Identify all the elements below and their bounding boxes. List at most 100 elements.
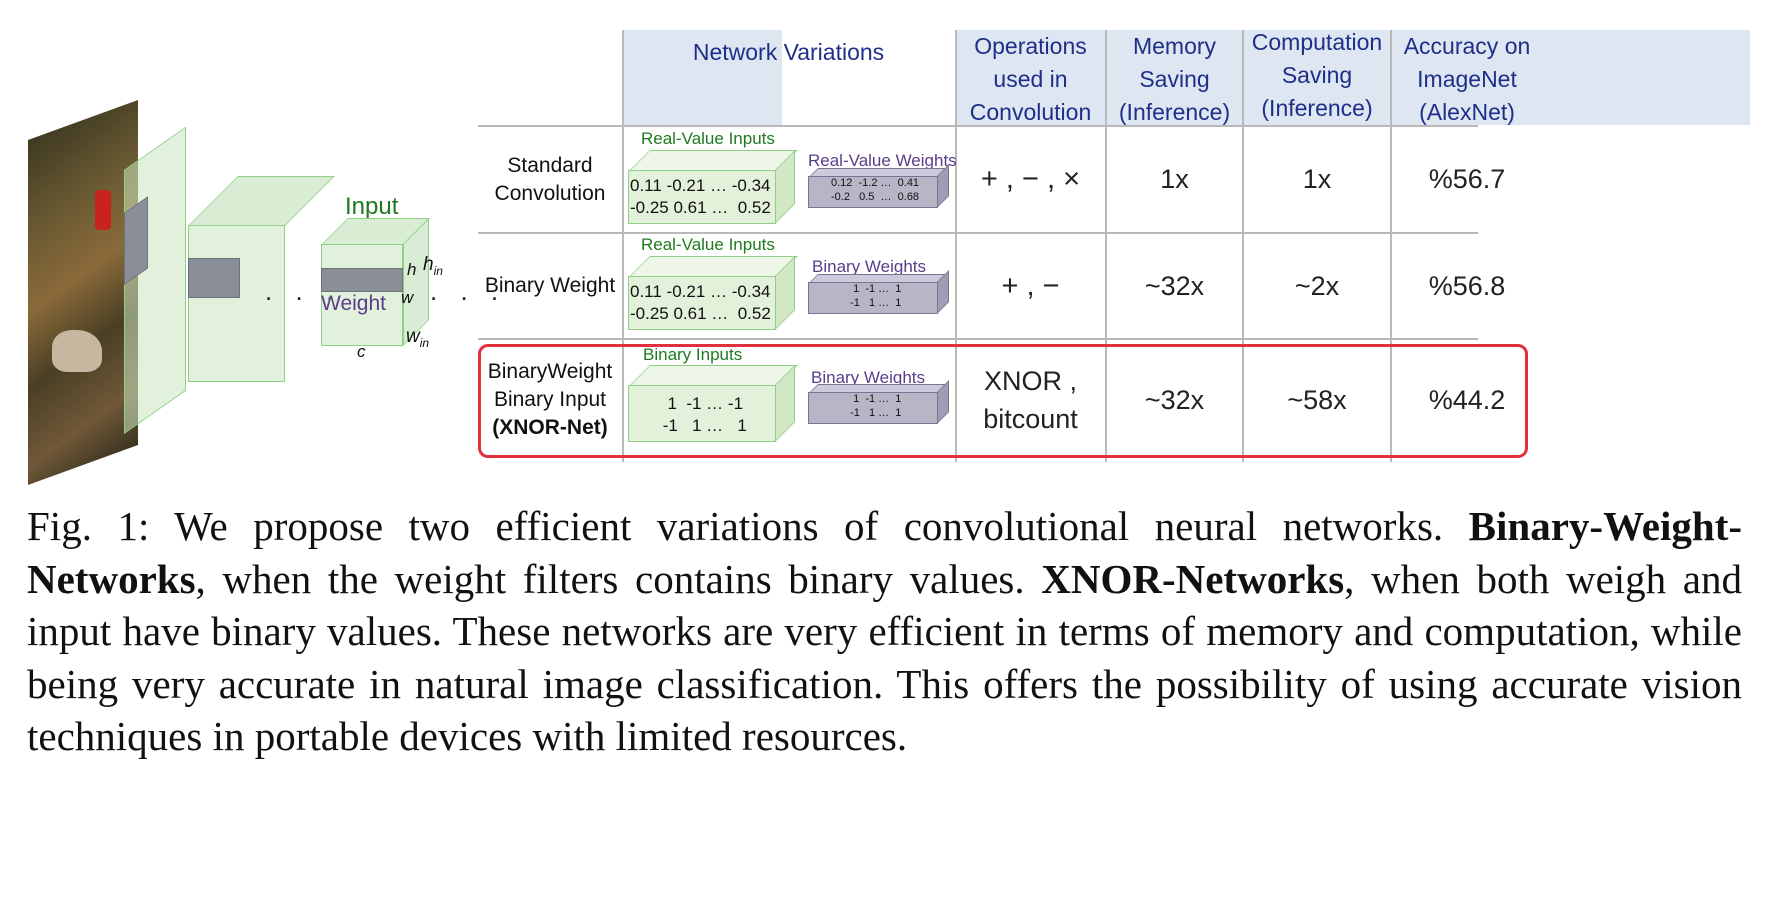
cnn-diagram: . . . Input Weight h hin w win c . . . bbox=[0, 0, 540, 520]
header-memory-line2: Saving bbox=[1139, 65, 1210, 92]
row-standard-inputs-label: Real-Value Inputs bbox=[641, 129, 775, 148]
grid-v4 bbox=[1242, 30, 1244, 462]
row-standard-inputs-box bbox=[628, 170, 776, 224]
header-computation-line1: Computation bbox=[1251, 28, 1383, 55]
header-computation-line2: Saving bbox=[1281, 61, 1353, 88]
row-binary-weight-weights-box bbox=[808, 282, 938, 314]
row-xnor-operations-line2: bitcount bbox=[983, 404, 1078, 434]
caption-mid: , when the weight filters contains binar… bbox=[195, 555, 1042, 602]
row-binary-weight-weights-matrix: 1 -1 … 1 -1 1 … 1 bbox=[850, 283, 902, 309]
header-operations: Operations used in Convolution bbox=[956, 33, 1105, 125]
feature-map-2-top bbox=[188, 176, 335, 226]
row-standard-name-line1: Standard bbox=[507, 154, 593, 177]
row-standard-name-line2: Convolution bbox=[494, 182, 606, 205]
row-standard-memory: 1x bbox=[1107, 127, 1242, 232]
dim-h-in-base: h bbox=[423, 254, 434, 275]
grid-v1 bbox=[622, 30, 624, 462]
row-binary-weight-inputs-top bbox=[628, 256, 798, 278]
row-xnor-accuracy-text: %44.2 bbox=[1428, 384, 1506, 415]
header-memory-line3: (Inference) bbox=[1118, 98, 1231, 125]
row-standard-weights-box bbox=[808, 176, 938, 208]
header-operations-line2: used in bbox=[993, 65, 1068, 92]
weight-block bbox=[321, 268, 403, 292]
row-xnor-operations: XNOR , bitcount bbox=[956, 348, 1105, 452]
filter-block-2 bbox=[188, 258, 240, 298]
header-operations-line1: Operations bbox=[974, 32, 1087, 59]
row-binary-weight-computation: ~2x bbox=[1244, 234, 1390, 338]
header-memory: Memory Saving (Inference) bbox=[1107, 33, 1242, 125]
comparison-table: Network Variations Operations used in Co… bbox=[478, 29, 1750, 530]
row-xnor-inputs-box bbox=[628, 385, 776, 442]
row-binary-weight-accuracy: %56.8 bbox=[1392, 234, 1542, 338]
row-standard-name: Standard Convolution bbox=[478, 128, 622, 232]
header-columns-bg bbox=[956, 30, 1750, 125]
grid-h3 bbox=[478, 338, 1478, 340]
row-binary-weight-operations-text: + , − bbox=[1001, 269, 1060, 302]
header-network-variations-text: Network Variations bbox=[692, 38, 885, 65]
dim-c: c bbox=[357, 342, 366, 361]
header-accuracy: Accuracy on ImageNet (AlexNet) bbox=[1392, 33, 1542, 125]
photo-dog bbox=[52, 330, 102, 372]
row-standard-computation-text: 1x bbox=[1302, 164, 1332, 194]
row-xnor-weights-label: Binary Weights bbox=[811, 368, 926, 387]
xnor-row-highlight bbox=[478, 344, 1528, 458]
grid-v5 bbox=[1390, 30, 1392, 462]
row-standard-inputs-top bbox=[628, 150, 798, 172]
dim-h-in: hin bbox=[423, 254, 443, 278]
row-xnor-weights-box bbox=[808, 392, 938, 424]
grid-h1 bbox=[478, 125, 1478, 127]
caption-prefix: Fig. 1: We propose two efficient variati… bbox=[27, 503, 1469, 549]
dim-w: w bbox=[401, 288, 414, 307]
row-xnor-memory: ~32x bbox=[1107, 348, 1242, 452]
header-accuracy-line3: (AlexNet) bbox=[1419, 98, 1515, 125]
row-xnor-operations-line1: XNOR , bbox=[983, 366, 1077, 396]
header-memory-line1: Memory bbox=[1132, 32, 1217, 59]
feature-map-1 bbox=[124, 126, 186, 435]
input-photo bbox=[28, 99, 138, 486]
row-xnor-computation: ~58x bbox=[1244, 348, 1390, 452]
row-binary-weight-name: Binary Weight bbox=[478, 234, 622, 338]
row-xnor-name-line2: Binary Input bbox=[493, 388, 607, 411]
photo-person bbox=[95, 190, 111, 230]
row-xnor-computation-text: ~58x bbox=[1287, 384, 1347, 415]
row-binary-weight-inputs-matrix: 0.11 -0.21 … -0.34 -0.25 0.61 … 0.52 bbox=[630, 282, 771, 323]
feature-map-2 bbox=[188, 225, 285, 382]
grid-v2 bbox=[955, 30, 957, 462]
row-binary-weight-memory: ~32x bbox=[1107, 234, 1242, 338]
dim-h: h bbox=[407, 260, 417, 279]
caption-bold-xnor: XNOR-Networks bbox=[1041, 555, 1345, 602]
row-standard-inputs-matrix: 0.11 -0.21 … -0.34 -0.25 0.61 … 0.52 bbox=[630, 176, 771, 217]
weight-label: Weight bbox=[321, 292, 386, 315]
caption-rest: , when both weigh and input have binary … bbox=[27, 555, 1742, 760]
header-accuracy-line2: ImageNet bbox=[1417, 65, 1517, 92]
grid-h2 bbox=[478, 232, 1478, 234]
row-standard-weights-matrix: 0.12 -1.2 … 0.41 -0.2 0.5 … 0.68 bbox=[831, 177, 920, 203]
input-label: Input bbox=[345, 193, 399, 220]
dim-w-in-base: w bbox=[406, 326, 420, 347]
row-binary-weight-computation-text: ~2x bbox=[1294, 270, 1340, 301]
row-xnor-name-line1: BinaryWeight bbox=[487, 360, 613, 383]
row-xnor-inputs-matrix: 1 -1 … -1 -1 1 … 1 bbox=[662, 394, 747, 435]
row-standard-computation: 1x bbox=[1244, 127, 1390, 232]
row-standard-accuracy: %56.7 bbox=[1392, 127, 1542, 232]
dim-h-in-sub: in bbox=[433, 263, 443, 278]
row-binary-weight-weights-label: Binary Weights bbox=[812, 257, 927, 276]
header-operations-line3: Convolution bbox=[969, 98, 1092, 125]
row-xnor-memory-text: ~32x bbox=[1144, 384, 1205, 415]
row-xnor-accuracy: %44.2 bbox=[1392, 348, 1542, 452]
header-accuracy-line1: Accuracy on bbox=[1403, 32, 1531, 59]
dim-w-in: win bbox=[406, 326, 429, 350]
row-binary-weight-inputs-box bbox=[628, 276, 776, 330]
caption-bold-bwn: Binary-Weight-Networks bbox=[27, 503, 1742, 602]
header-computation-line3: (Inference) bbox=[1261, 94, 1373, 121]
row-standard-weights-label: Real-Value Weights bbox=[808, 151, 957, 170]
grid-v3 bbox=[1105, 30, 1107, 462]
header-network-variations: Network Variations bbox=[622, 32, 955, 72]
row-binary-weight-inputs-label: Real-Value Inputs bbox=[641, 235, 775, 254]
row-standard-operations-text: + , − , × bbox=[980, 163, 1081, 195]
row-binary-weight-accuracy-text: %56.8 bbox=[1428, 270, 1506, 301]
input-cube-front bbox=[321, 244, 403, 346]
row-standard-operations: + , − , × bbox=[956, 127, 1105, 232]
figure-caption: Fig. 1: We propose two efficient variati… bbox=[27, 500, 1742, 763]
row-binary-weight-operations: + , − bbox=[956, 234, 1105, 338]
